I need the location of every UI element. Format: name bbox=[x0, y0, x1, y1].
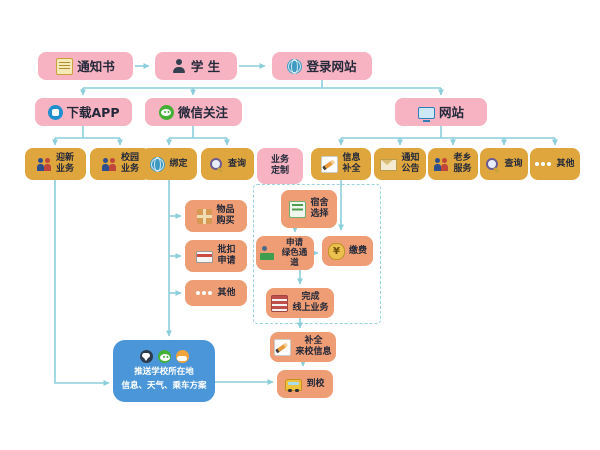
push-info-line1: 推送学校所在地 bbox=[134, 366, 194, 377]
node-item-purchase: 物品 购买 bbox=[185, 200, 247, 232]
query-wechat-label: 查询 bbox=[227, 158, 246, 169]
node-other-wechat: 其他 bbox=[185, 280, 247, 306]
mail-icon bbox=[380, 159, 398, 171]
wechat-icon bbox=[158, 104, 174, 120]
node-login-site: 登录网站 bbox=[272, 52, 372, 80]
info-complete-label: 信息 补全 bbox=[342, 153, 361, 174]
arrive-school-label: 到校 bbox=[306, 378, 325, 389]
node-arrive-school: 到校 bbox=[277, 370, 333, 398]
node-download-app: 下载APP bbox=[35, 98, 132, 126]
globe-icon bbox=[287, 58, 303, 74]
green-channel-label: 申请 绿色通道 bbox=[281, 237, 308, 269]
node-batch-deduction: 批扣 申请 bbox=[185, 240, 247, 272]
business-custom-label: 业务 定制 bbox=[270, 155, 289, 176]
dots-icon bbox=[535, 161, 552, 167]
people-icon bbox=[434, 157, 449, 172]
wechat-follow-label: 微信关注 bbox=[177, 104, 228, 120]
node-hometown-services: 老乡 服务 bbox=[428, 148, 478, 180]
card-icon bbox=[196, 251, 214, 263]
stack-icon bbox=[271, 294, 289, 312]
query-website-label: 查询 bbox=[504, 158, 523, 169]
login-site-label: 登录网站 bbox=[306, 58, 357, 74]
app-icon bbox=[47, 104, 63, 120]
download-app-label: 下载APP bbox=[66, 104, 120, 120]
arrival-info-label: 补全 来校信息 bbox=[295, 336, 332, 357]
moneybag-icon bbox=[327, 242, 345, 260]
push-info-line2: 信息、天气、乘车方案 bbox=[121, 381, 207, 391]
pencil-icon bbox=[274, 338, 292, 356]
node-notice: 通知书 bbox=[38, 52, 133, 80]
bunk-bed-icon bbox=[289, 200, 307, 218]
dorm-selection-label: 宿舍 选择 bbox=[310, 198, 329, 219]
monitor-icon bbox=[417, 106, 435, 122]
node-welcome-services: 迎新 业务 bbox=[25, 148, 86, 180]
website-label: 网站 bbox=[438, 104, 464, 120]
batch-deduction-label: 批扣 申请 bbox=[217, 245, 236, 266]
node-other-website: 其他 bbox=[530, 148, 580, 180]
node-campus-services: 校园 业务 bbox=[90, 148, 151, 180]
bus-app-services bbox=[55, 126, 120, 139]
node-push-info: 推送学校所在地 信息、天气、乘车方案 bbox=[113, 340, 215, 402]
package-icon bbox=[197, 208, 213, 224]
bus-icon bbox=[285, 378, 303, 392]
globe-icon bbox=[150, 156, 166, 172]
pay-fee-label: 缴费 bbox=[348, 245, 367, 256]
weather-icon bbox=[175, 349, 189, 363]
node-query-website: 查询 bbox=[480, 148, 528, 180]
bus-login-channels bbox=[83, 80, 441, 89]
node-dorm-selection: 宿舍 选择 bbox=[281, 190, 337, 228]
node-business-custom: 业务 定制 bbox=[257, 148, 303, 184]
complete-online-label: 完成 线上业务 bbox=[292, 292, 329, 313]
node-arrival-info: 补全 来校信息 bbox=[270, 332, 336, 362]
node-wechat-follow: 微信关注 bbox=[145, 98, 242, 126]
student-label: 学 生 bbox=[190, 58, 221, 74]
dots-icon bbox=[196, 290, 213, 296]
people-icon bbox=[36, 157, 52, 172]
node-query-wechat: 查询 bbox=[201, 148, 254, 180]
magnifier-icon bbox=[209, 157, 224, 172]
arrow-welcome-push-info bbox=[54, 180, 110, 386]
node-green-channel: 申请 绿色通道 bbox=[256, 236, 314, 270]
document-icon bbox=[56, 57, 74, 75]
welcome-services-label: 迎新 业务 bbox=[55, 153, 74, 174]
node-announcements: 通知 公告 bbox=[374, 148, 426, 180]
student-icon bbox=[172, 58, 187, 74]
node-complete-online: 完成 线上业务 bbox=[266, 288, 334, 318]
bus-website-services bbox=[341, 126, 555, 139]
campus-services-label: 校园 业务 bbox=[120, 153, 139, 174]
magnifier-icon bbox=[485, 157, 500, 172]
pencil-icon bbox=[321, 155, 339, 173]
node-student: 学 生 bbox=[155, 52, 237, 80]
hometown-services-label: 老乡 服务 bbox=[453, 153, 472, 174]
chat-icon bbox=[139, 349, 153, 363]
other-wechat-label: 其他 bbox=[217, 287, 236, 298]
bus-wechat-services bbox=[169, 126, 227, 139]
node-info-complete: 信息 补全 bbox=[311, 148, 371, 180]
notice-label: 通知书 bbox=[77, 58, 115, 74]
people-icon bbox=[101, 157, 117, 172]
item-purchase-label: 物品 购买 bbox=[216, 205, 235, 226]
node-pay-fee: 缴费 bbox=[322, 236, 373, 266]
node-website: 网站 bbox=[395, 98, 487, 126]
node-bind: 绑定 bbox=[141, 148, 197, 180]
online-business-group-outline bbox=[253, 184, 381, 324]
wechat-icon bbox=[157, 349, 171, 363]
service-desk-icon bbox=[260, 245, 275, 261]
other-website-label: 其他 bbox=[556, 158, 575, 169]
announcements-label: 通知 公告 bbox=[401, 153, 420, 174]
bind-label: 绑定 bbox=[169, 158, 188, 169]
push-info-icons bbox=[139, 349, 189, 363]
